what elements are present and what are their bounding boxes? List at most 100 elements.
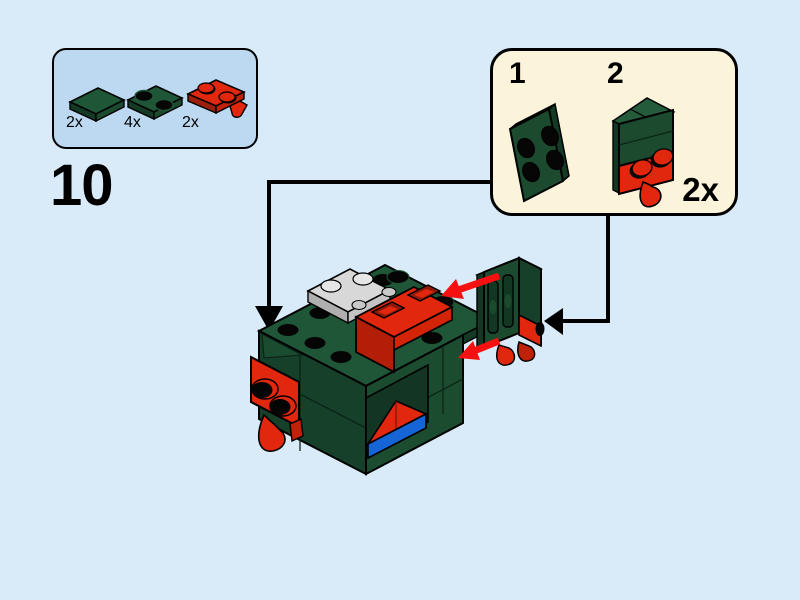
arrow-head-icon: [441, 279, 464, 299]
stud: [218, 91, 236, 103]
part-count-label: 2x: [182, 114, 199, 131]
clip-hook: [229, 100, 248, 118]
connector-line-2: [544, 216, 610, 335]
clip-end: [535, 322, 545, 336]
left-arrow-icon: [544, 308, 563, 335]
antistud-hole: [489, 300, 497, 314]
clip-hook: [496, 344, 516, 366]
stud: [339, 290, 363, 304]
step-number: 10: [50, 153, 114, 218]
stud: [351, 299, 367, 311]
substep-number: 2: [607, 57, 624, 90]
hollow-stud: [406, 284, 442, 302]
stud: [631, 159, 653, 177]
stud: [197, 82, 215, 94]
connector-path: [267, 180, 490, 310]
antistud-column: [502, 274, 514, 328]
red-plate-top: [354, 285, 454, 339]
clip-hook: [517, 340, 536, 362]
blue-strip: [367, 412, 427, 460]
red-arrow-lower: [458, 337, 501, 360]
stud: [134, 89, 154, 103]
clip-hook-small: [289, 417, 304, 443]
substep-number: 1: [509, 57, 526, 90]
stud: [546, 149, 564, 171]
connector-path: [563, 216, 610, 323]
subassembly-seam: [497, 266, 521, 278]
model-assembly: [250, 256, 545, 476]
connector-line-1: [255, 180, 490, 331]
stud: [352, 272, 374, 286]
part-count-label: 2x: [66, 114, 83, 131]
arrow-head-icon: [458, 341, 480, 360]
stud: [276, 323, 300, 337]
subassembly-left-sliver: [476, 270, 485, 353]
brick-seam: [365, 378, 464, 431]
clip-hook: [639, 180, 662, 208]
stud: [386, 270, 410, 284]
arrow-shaft: [456, 272, 501, 294]
stud: [541, 125, 559, 147]
side-stud-face: [251, 382, 273, 398]
assembly-plate-seam: [618, 130, 674, 146]
gray-plate: [306, 268, 392, 325]
left-clip-piece: [250, 355, 304, 452]
red-arrow-upper: [441, 272, 501, 299]
stud: [517, 137, 535, 159]
stud: [329, 350, 353, 364]
arrow-shaft: [472, 337, 501, 355]
stud: [320, 279, 342, 293]
hollow-stud-inner: [414, 289, 434, 298]
stud: [371, 273, 395, 287]
part-count-label: 4x: [124, 114, 141, 131]
stud: [308, 306, 332, 320]
antistud-hole: [504, 294, 512, 308]
part-red-clip-plate-graphic: [186, 79, 248, 118]
parts-box-graphics: [68, 79, 248, 123]
brick-seam: [258, 372, 367, 429]
side-plate-edge: [462, 318, 493, 346]
hollow-stud-inner: [378, 306, 398, 315]
substep-graphics: [508, 97, 676, 208]
stud: [522, 161, 540, 183]
substep1-part-graphic: [508, 102, 570, 203]
red-plate-assembly: [351, 284, 454, 374]
gray-plate-side: [307, 289, 349, 325]
subassembly-top: [475, 257, 543, 287]
red-brick-front: [355, 315, 395, 374]
gray-plate-side: [347, 288, 391, 325]
subassembly-red-part: [518, 313, 542, 348]
tile-side-right: [95, 98, 125, 123]
side-stud-face: [269, 399, 291, 415]
red-side-plate: [250, 355, 300, 429]
substep-callout-box: 1 2 2x: [490, 48, 738, 216]
parts-callout-box: 2x 4x 2x: [52, 48, 258, 149]
clip-hook: [257, 413, 286, 452]
head-top-face: [256, 263, 495, 388]
stud: [652, 148, 674, 166]
head-left-face: [258, 329, 367, 476]
gray-plate-top: [306, 268, 392, 313]
subassembly-front-face: [483, 256, 520, 349]
antistud-column: [487, 280, 499, 334]
part-tile-1x2-graphic: [68, 87, 126, 123]
substep2-part-graphic: [611, 97, 676, 208]
side-stud: [269, 395, 297, 417]
stud: [381, 286, 397, 298]
mouth-recess: [365, 363, 429, 457]
stud: [431, 295, 455, 309]
part-plate-1x2-graphic: [126, 85, 184, 121]
callout-count-label: 2x: [682, 171, 719, 208]
red-brick-front: [393, 305, 453, 352]
down-arrow-icon: [255, 306, 283, 331]
subassembly-side-face: [518, 256, 542, 346]
stud: [154, 98, 174, 112]
head-front-face: [365, 333, 464, 476]
floating-subassembly: [475, 256, 545, 366]
top-studs: [276, 270, 455, 364]
slope-wedge: [261, 332, 305, 359]
side-stud: [251, 378, 279, 400]
red-triangle: [365, 399, 428, 447]
hollow-stud: [370, 301, 406, 319]
